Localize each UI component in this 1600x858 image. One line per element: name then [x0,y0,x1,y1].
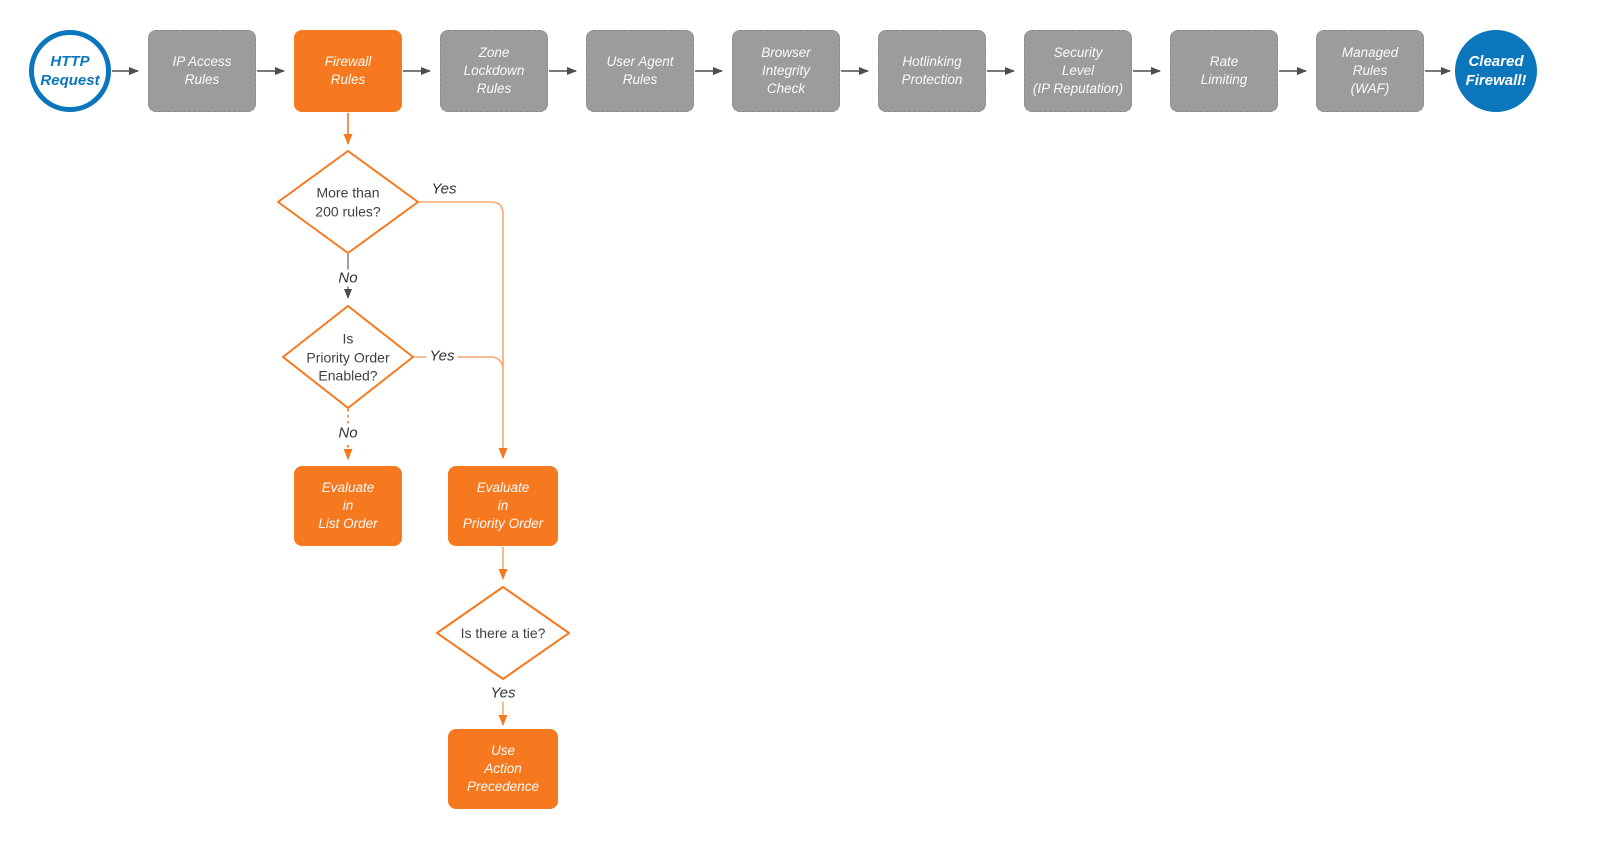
decision-priority-order-enabled-shape [282,305,414,409]
pipeline-step-rate-limiting: Rate Limiting [1170,30,1278,112]
action-evaluate-list-order: Evaluate in List Order [294,466,402,546]
edge-d1-yes [418,201,508,459]
pipeline-step-ip-access-rules: IP Access Rules [148,30,256,112]
decision-label: Is there a tie? [460,624,546,641]
decision-is-there-a-tie: Is there a tie? [428,624,578,643]
pipeline-step-security-level: Security Level (IP Reputation) [1024,30,1132,112]
decision-label: Is Priority Order Enabled? [306,330,390,384]
decision-is-there-a-tie-shape [436,586,570,680]
decision-more-than-200-rules-shape [277,150,419,254]
edge-d2-yes [413,356,504,370]
pipeline-step-label: Zone Lockdown Rules [463,45,525,96]
edge-label-d1-no: No [335,269,361,287]
pipeline-step-label: IP Access Rules [172,54,232,87]
start-node-http-request: HTTP Request [29,30,111,112]
pipeline-step-label: Firewall Rules [324,54,372,87]
pipeline-step-browser-integrity-check: Browser Integrity Check [732,30,840,112]
pipeline-step-label: Rate Limiting [1200,54,1248,87]
decision-priority-order-enabled: Is Priority Order Enabled? [273,329,423,385]
edge-label-d3-yes: Yes [487,684,519,702]
pipeline-step-hotlinking-protection: Hotlinking Protection [878,30,986,112]
pipeline-step-label: Managed Rules (WAF) [1341,45,1399,96]
action-label: Use Action Precedence [466,743,540,794]
start-node-label: HTTP Request [40,53,100,89]
pipeline-step-label: Security Level (IP Reputation) [1032,45,1124,96]
decision-more-than-200-rules: More than 200 rules? [273,184,423,221]
action-evaluate-priority-order: Evaluate in Priority Order [448,466,558,546]
edge-label-d1-yes: Yes [428,180,460,198]
decision-label: More than 200 rules? [315,184,381,220]
pipeline-step-label: Hotlinking Protection [901,54,963,87]
pipeline-step-user-agent-rules: User Agent Rules [586,30,694,112]
action-label: Evaluate in Priority Order [462,480,544,531]
pipeline-step-managed-rules-waf: Managed Rules (WAF) [1316,30,1424,112]
end-node-label: Cleared Firewall! [1465,53,1527,89]
end-node-cleared-firewall: Cleared Firewall! [1455,30,1537,112]
edge-label-d2-no: No [335,424,361,442]
edge-label-d2-yes: Yes [426,347,458,365]
action-use-action-precedence: Use Action Precedence [448,729,558,809]
pipeline-step-label: User Agent Rules [606,54,674,87]
pipeline-step-zone-lockdown-rules: Zone Lockdown Rules [440,30,548,112]
pipeline-step-firewall-rules: Firewall Rules [294,30,402,112]
action-label: Evaluate in List Order [318,480,378,531]
pipeline-step-label: Browser Integrity Check [761,45,811,96]
